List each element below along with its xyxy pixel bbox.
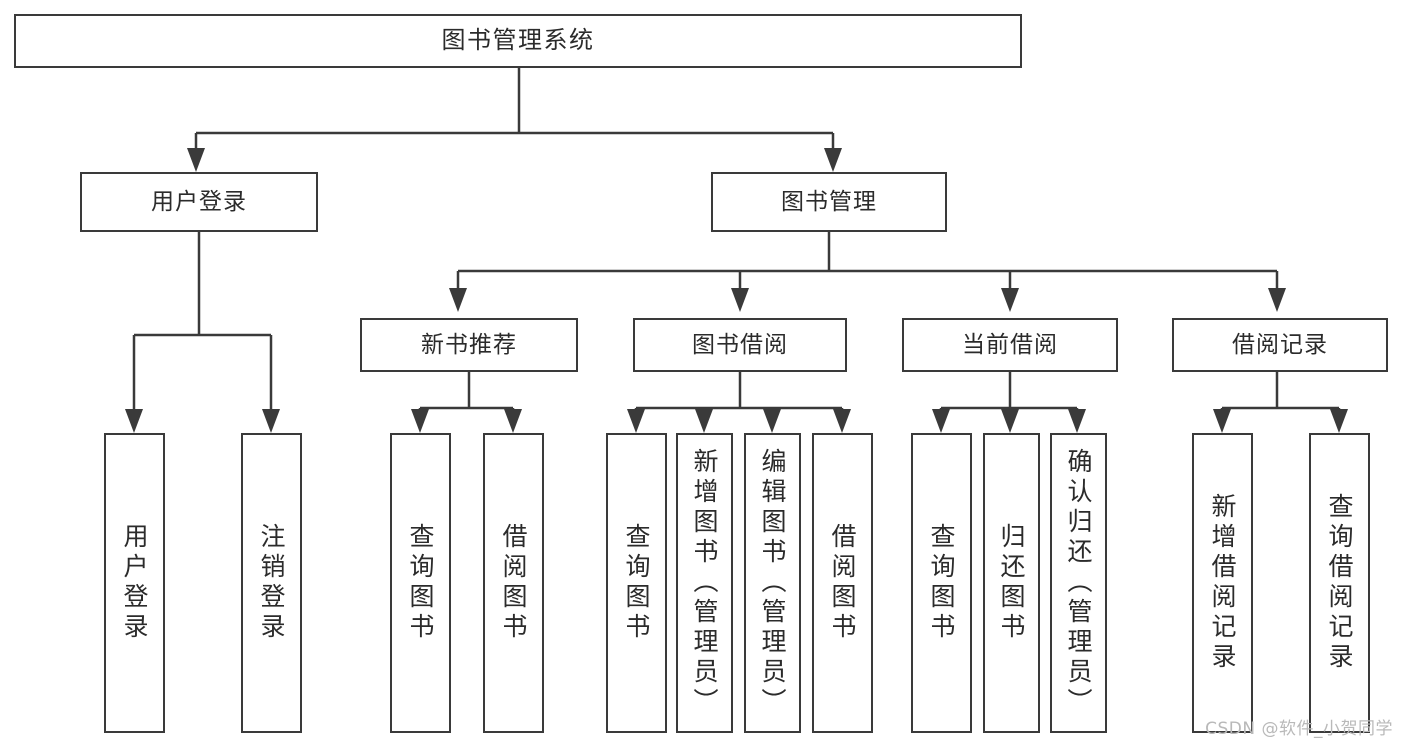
csdn-watermark: CSDN @软件_小贺同学 bbox=[1205, 719, 1393, 739]
leaf-current-query-book[interactable]: 查询图书 bbox=[911, 433, 972, 733]
node-label: 借阅图书 bbox=[828, 523, 857, 643]
node-label: 图书管理系统 bbox=[441, 26, 595, 55]
leaf-recommend-borrow-book[interactable]: 借阅图书 bbox=[483, 433, 544, 733]
node-user-login[interactable]: 用户登录 bbox=[80, 172, 318, 232]
node-label: 归还图书 bbox=[997, 523, 1026, 643]
node-label: 查询图书 bbox=[622, 523, 651, 643]
node-label: 借阅图书 bbox=[499, 523, 528, 643]
leaf-record-add-borrow-record[interactable]: 新增借阅记录 bbox=[1192, 433, 1253, 733]
leaf-borrow-borrow-book[interactable]: 借阅图书 bbox=[812, 433, 873, 733]
node-current-borrow[interactable]: 当前借阅 bbox=[902, 318, 1118, 372]
leaf-user-logout[interactable]: 注销登录 bbox=[241, 433, 302, 733]
node-label: 新增借阅记录 bbox=[1208, 493, 1237, 673]
node-label: 查询借阅记录 bbox=[1325, 493, 1354, 673]
node-label: 查询图书 bbox=[927, 523, 956, 643]
node-label: 图书管理 bbox=[781, 188, 877, 215]
node-label: 注销登录 bbox=[257, 523, 286, 643]
leaf-current-confirm-return-admin[interactable]: 确认归还（管理员） bbox=[1050, 433, 1107, 733]
leaf-current-return-book[interactable]: 归还图书 bbox=[983, 433, 1040, 733]
node-label: 用户登录 bbox=[151, 188, 247, 215]
node-borrow-record[interactable]: 借阅记录 bbox=[1172, 318, 1388, 372]
node-label: 确认归还（管理员） bbox=[1064, 448, 1093, 718]
node-book-borrow[interactable]: 图书借阅 bbox=[633, 318, 847, 372]
node-label: 新书推荐 bbox=[421, 331, 517, 358]
leaf-record-query-borrow-record[interactable]: 查询借阅记录 bbox=[1309, 433, 1370, 733]
leaf-borrow-edit-book-admin[interactable]: 编辑图书（管理员） bbox=[744, 433, 801, 733]
node-root-system[interactable]: 图书管理系统 bbox=[14, 14, 1022, 68]
leaf-borrow-add-book-admin[interactable]: 新增图书（管理员） bbox=[676, 433, 733, 733]
node-label: 查询图书 bbox=[406, 523, 435, 643]
leaf-recommend-query-book[interactable]: 查询图书 bbox=[390, 433, 451, 733]
node-label: 借阅记录 bbox=[1232, 331, 1328, 358]
node-label: 当前借阅 bbox=[962, 331, 1058, 358]
leaf-borrow-query-book[interactable]: 查询图书 bbox=[606, 433, 667, 733]
leaf-user-login[interactable]: 用户登录 bbox=[104, 433, 165, 733]
node-book-management[interactable]: 图书管理 bbox=[711, 172, 947, 232]
node-label: 用户登录 bbox=[120, 523, 149, 643]
node-label: 新增图书（管理员） bbox=[690, 448, 719, 718]
node-new-book-recommend[interactable]: 新书推荐 bbox=[360, 318, 578, 372]
node-label: 图书借阅 bbox=[692, 331, 788, 358]
node-label: 编辑图书（管理员） bbox=[758, 448, 787, 718]
